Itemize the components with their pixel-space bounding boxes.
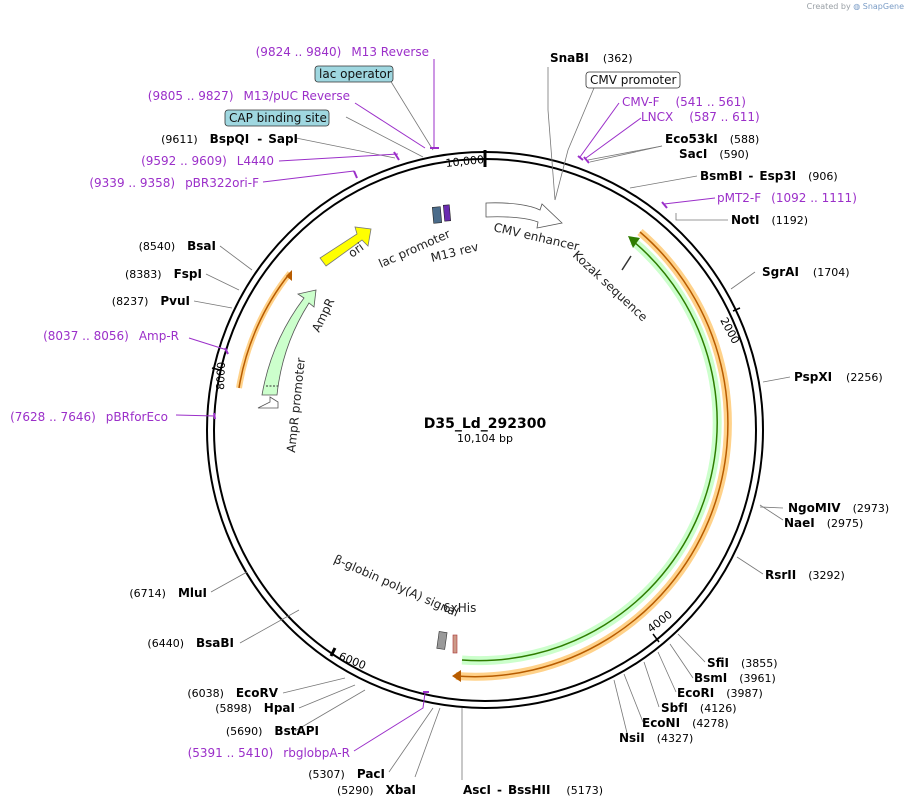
boxed-features: lac operator CAP binding site CMV promot… [224,65,681,127]
enzyme-noti[interactable]: NotI(1192) [731,213,808,227]
cmv-promoter-label: CMV promoter [590,73,677,87]
feature-label-ampr-promoter: AmpR promoter [284,357,308,453]
feature-beta-globin-polya[interactable] [436,631,448,650]
feature-ampr-promoter[interactable] [257,396,279,409]
feature-label-cmv-enhancer: CMV enhancer [492,220,580,253]
primer-lncx[interactable]: LNCX(587 .. 611) [641,110,760,124]
primer-pbr322ori-f[interactable]: (9339 .. 9358)pBR322ori-F [89,176,259,190]
primer-cmv-f[interactable]: CMV-F(541 .. 561) [622,95,746,109]
primer-pmt2-f[interactable]: pMT2-F(1092 .. 1111) [717,191,857,205]
primer-l4440[interactable]: (9592 .. 9609)L4440 [141,154,274,168]
primer-marks [213,147,668,693]
credit-prefix: Created by [806,2,851,11]
feature-ampr[interactable] [261,289,317,396]
enzyme-ngomiv[interactable]: NgoMIV(2973) [788,501,889,515]
enzyme-pspxi[interactable]: PspXI(2256) [794,370,883,384]
enzyme-xbai[interactable]: (5290)XbaI [337,783,416,797]
cap-binding-site-label: CAP binding site [229,111,327,125]
enzyme-sfii[interactable]: SfiI(3855) [707,656,778,670]
enzyme-bsmi[interactable]: BsmI(3961) [694,671,776,685]
feature-m13-rev[interactable] [442,204,452,222]
enzyme-ecorv[interactable]: (6038)EcoRV [187,686,278,700]
primer-m13-reverse[interactable]: (9824 .. 9840)M13 Reverse [256,45,429,59]
enzyme-sbfi[interactable]: SbfI(4126) [661,701,737,715]
feature-left-orange[interactable] [236,271,293,389]
enzyme-nsii[interactable]: NsiI(4327) [619,731,693,745]
enzyme-bsai[interactable]: (8540)BsaI [139,239,216,253]
enzyme-paci[interactable]: (5307)PacI [308,767,385,781]
primer-leaders [175,59,716,752]
tick-mark-2000 [732,307,741,312]
lac-operator-label: lac operator [319,67,392,81]
cap-binding-site-box[interactable] [224,109,330,127]
enzyme-hpai[interactable]: (5898)HpaI [215,701,295,715]
primer-rbglobpa-r[interactable]: (5391 .. 5410)rbglobpA-R [188,746,350,760]
enzyme-rsrii[interactable]: RsrII(3292) [765,568,845,582]
snapgene-logo-icon: ◍ [853,2,861,11]
enzyme-pvui[interactable]: (8237)PvuI [112,294,190,308]
feature-label-beta-globin: β-globin poly(A) signal [332,552,461,620]
feature-ori[interactable] [319,226,372,267]
enzyme-bsmbi[interactable]: BsmBI-Esp3I(906) [700,169,838,183]
enzyme-ecori[interactable]: EcoRI(3987) [677,686,763,700]
tick-label-2000: 2000 [717,315,742,346]
feature-lac-promoter[interactable] [431,206,443,224]
enzyme-econi[interactable]: EcoNI(4278) [642,716,729,730]
feature-orf-green[interactable] [461,237,722,666]
enzyme-bspqi[interactable]: (9611)BspQI-SapI [161,132,298,146]
tick-mark-8000 [211,367,221,371]
enzyme-eco53ki[interactable]: Eco53kI(588) [665,132,759,146]
plasmid-name: D35_Ld_292300 [424,416,547,432]
lac-operator-box[interactable] [314,65,394,83]
enzyme-asci[interactable]: AscI-BssHII(5173) [463,783,603,797]
primer-pbrforeco[interactable]: (7628 .. 7646)pBRforEco [10,410,168,424]
orf-green-arrowhead [628,236,640,248]
tick-mark-4000 [652,633,660,643]
cmv-promoter-box[interactable] [585,71,681,89]
enzyme-naei[interactable]: NaeI(2975) [784,516,863,530]
plasmid-size: 10,104 bp [457,432,513,445]
feature-arrows [236,202,732,682]
enzyme-bsabi[interactable]: (6440)BsaBI [147,636,234,650]
enzyme-snabi[interactable]: SnaBI(362) [550,51,633,65]
snapgene-credit: Created by ◍ SnapGene [807,2,904,11]
feature-6xhis[interactable] [452,634,458,654]
feature-kozak[interactable] [621,255,632,271]
orf-orange-arrowhead [452,670,461,682]
enzyme-sgrai[interactable]: SgrAI(1704) [762,265,849,279]
tick-label-10000: 10,000 [445,153,485,170]
credit-brand: SnapGene [862,2,904,11]
feature-cmv-enhancer[interactable] [485,202,563,229]
tick-label-8000: 8000 [214,362,228,390]
enzyme-bstapi[interactable]: (5690)BstAPI [226,724,319,738]
enzyme-saci[interactable]: SacI(590) [679,147,749,161]
enzyme-mlui[interactable]: (6714)MluI [129,586,207,600]
enzyme-labels: SnaBI(362) Eco53kI(588) SacI(590) BsmBI-… [112,51,889,797]
tick-mark-6000 [329,647,337,657]
primer-m13-puc-reverse[interactable]: (9805 .. 9827)M13/pUC Reverse [148,89,350,103]
primer-labels: (9824 .. 9840)M13 Reverse (9805 .. 9827)… [10,45,857,760]
primer-amp-r[interactable]: (8037 .. 8056)Amp-R [43,329,179,343]
feature-label-kozak: Kozak sequence [570,248,650,324]
feature-label-6xhis: 6xHis [443,601,476,615]
enzyme-fspi[interactable]: (8383)FspI [125,267,202,281]
